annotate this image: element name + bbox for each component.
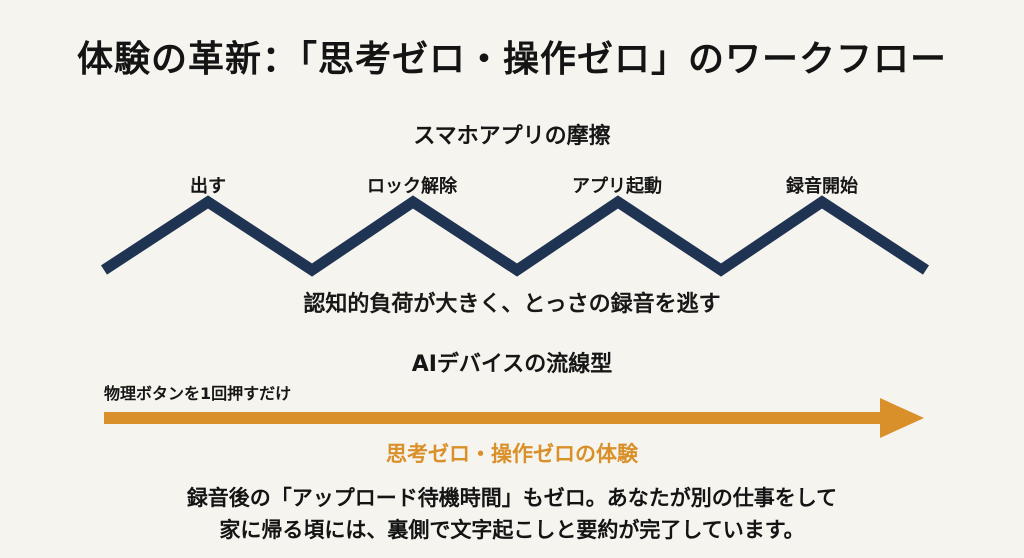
page-title: 体験の革新：「思考ゼロ・操作ゼロ」のワークフロー (76, 39, 947, 80)
arrow-label: 物理ボタンを1回押すだけ (104, 384, 292, 403)
zigzag-friction-line (100, 195, 930, 277)
friction-caption: 認知的負荷が大きく、とっさの録音を逃す (303, 292, 721, 317)
footer-text-line-2: 家に帰る頃には、裏側で文字起こしと要約が完了しています。 (219, 518, 805, 542)
device-streamline-heading: AIデバイスの流線型 (411, 352, 613, 377)
footer-text-line-1: 録音後の「アップロード待機時間」もゼロ。あなたが別の仕事をして (186, 486, 838, 510)
streamline-arrow-head (880, 398, 924, 438)
step-label-unlock: ロック解除 (367, 176, 457, 197)
zero-thought-highlight: 思考ゼロ・操作ゼロの体験 (386, 442, 638, 466)
step-label-launch-app: アプリ起動 (572, 176, 662, 197)
step-label-take-out: 出す (190, 176, 226, 197)
step-label-start-recording: 録音開始 (786, 176, 858, 197)
smartphone-friction-heading: スマホアプリの摩擦 (413, 124, 611, 149)
